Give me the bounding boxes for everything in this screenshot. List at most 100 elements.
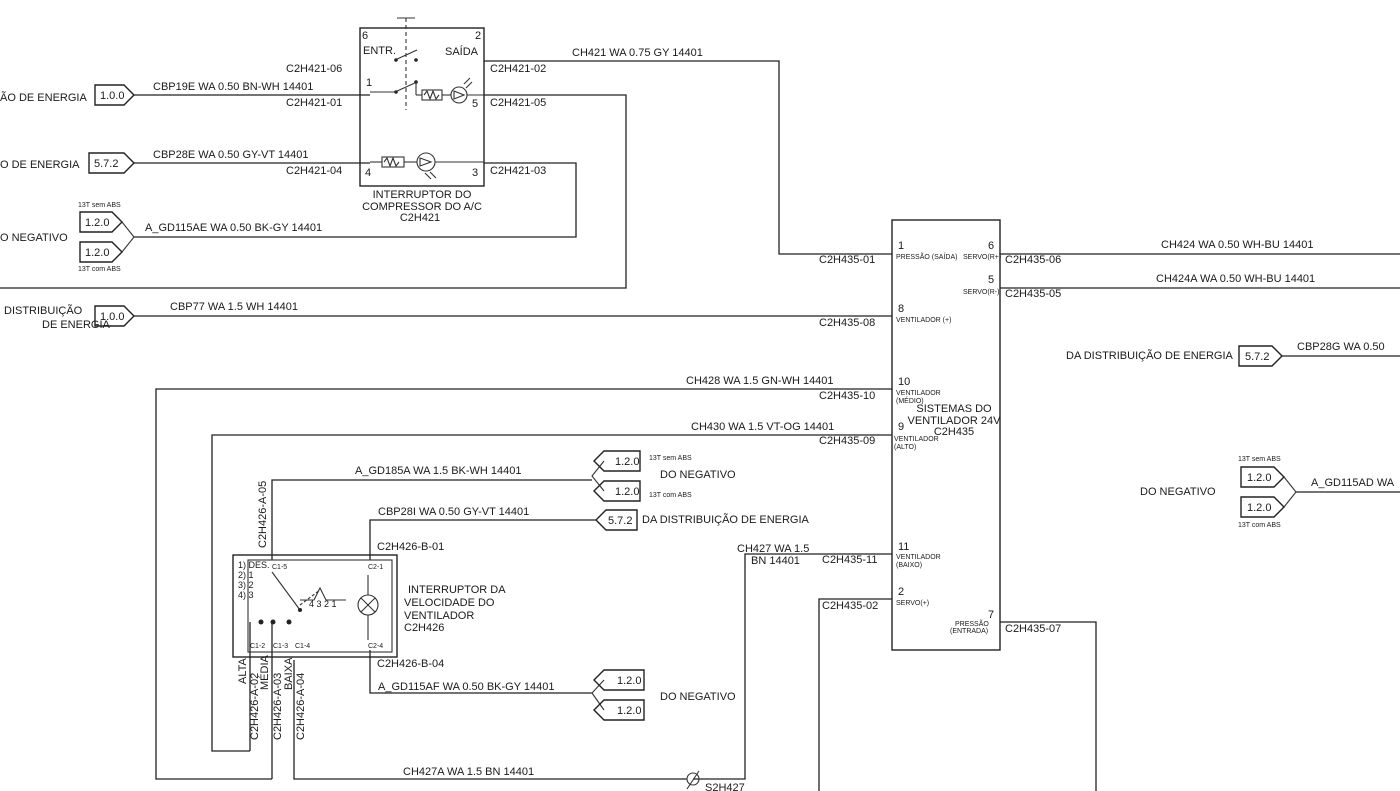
svg-text:1.2.0: 1.2.0 (617, 675, 641, 687)
c2h426-a04-label: C2H426-A-04 (295, 673, 307, 740)
svg-text:2: 2 (898, 586, 904, 598)
wire-ch427a-label: CH427A WA 1.5 BN 14401 (403, 766, 534, 778)
c2h426-a02-label: C2H426-A-02 (249, 673, 261, 740)
c2h421-title-1: INTERRUPTOR DO (373, 189, 472, 201)
ref-1-2-0-g (1240, 466, 1285, 488)
svg-text:SERVO(+): SERVO(+) (896, 600, 929, 607)
svg-text:C1-3: C1-3 (273, 643, 288, 650)
c2h435-title-1: SISTEMAS DO (916, 403, 992, 415)
svg-text:1) DES.: 1) DES. (238, 560, 270, 570)
ref-5-7-2-a (88, 152, 135, 174)
c2h426-title-4: C2H426 (404, 622, 444, 634)
svg-text:(ALTO): (ALTO) (894, 444, 916, 451)
c2h426-title-3: VENTILADOR (404, 610, 474, 622)
svg-text:C1-5: C1-5 (272, 564, 287, 571)
svg-text:VENTILADOR (+): VENTILADOR (+) (896, 317, 951, 324)
label-distrib-1: DISTRIBUIÇÃO (4, 304, 83, 317)
c2h426-title-2: VELOCIDADE DO (404, 597, 495, 609)
svg-text:3) 2: 3) 2 (238, 580, 254, 590)
c2h421-pin2: 2 (475, 30, 481, 42)
svg-text:C1-4: C1-4 (295, 643, 310, 650)
c2h426-b04-label: C2H426-B-04 (377, 658, 444, 670)
wire-gd185a-label: A_GD185A WA 1.5 BK-WH 14401 (355, 465, 522, 477)
svg-text:C1-2: C1-2 (250, 643, 265, 650)
wire-cbp28g-label: CBP28G WA 0.50 (1297, 341, 1385, 353)
c2h426-switch-symbol: 4 3 2 1 (258, 571, 379, 640)
svg-text:5: 5 (988, 274, 994, 286)
c2h426-title-1: INTERRUPTOR DA (408, 584, 506, 596)
c2h421-switch-symbol (370, 17, 484, 180)
c2h421-03-label: C2H421-03 (490, 165, 546, 177)
ref-1-2-0-e (593, 669, 645, 691)
wire-c2h421-05 (0, 94, 627, 289)
wire-gd115ae (134, 162, 577, 238)
c2h421-pin5: 5 (472, 98, 478, 110)
svg-text:(BAIXO): (BAIXO) (896, 562, 922, 569)
svg-text:5.7.2: 5.7.2 (608, 515, 632, 527)
ref-1-2-0-b (79, 241, 123, 263)
label-baixa: BAIXA (283, 657, 295, 690)
svg-text:1: 1 (898, 240, 904, 252)
wire-ch427 (693, 553, 892, 780)
svg-text:11: 11 (898, 541, 909, 553)
wire-ch424a-label: CH424A WA 0.50 WH-BU 14401 (1156, 273, 1315, 285)
ref-1-2-0-c (593, 450, 641, 472)
label-do-negativo-low: DO NEGATIVO (660, 691, 736, 703)
ref-1-2-0-h (1240, 496, 1285, 518)
label-do-negativo-right: DO NEGATIVO (1140, 486, 1216, 498)
svg-text:13T com ABS: 13T com ABS (1238, 522, 1281, 529)
wire-cbp28i (369, 519, 596, 560)
svg-text:1.2.0: 1.2.0 (615, 486, 639, 498)
wire-cbp28i-label: CBP28I WA 0.50 GY-VT 14401 (378, 506, 529, 518)
label-sem-abs-a: 13T sem ABS (78, 202, 121, 209)
c2h421-02-label: C2H421-02 (490, 63, 546, 75)
svg-text:1.2.0: 1.2.0 (1247, 502, 1271, 514)
wire-ch427-label-1: CH427 WA 1.5 (737, 543, 809, 555)
svg-text:VENTILADOR: VENTILADOR (896, 390, 941, 397)
wire-c2h435-02 (818, 598, 892, 791)
wire-ch421 (484, 60, 892, 255)
wire-gd115af-label: A_GD115AF WA 0.50 BK-GY 14401 (378, 681, 555, 693)
c2h435-title-3: C2H435 (934, 426, 974, 438)
svg-text:1.0.0: 1.0.0 (100, 311, 124, 323)
svg-text:(ENTRADA): (ENTRADA) (950, 628, 988, 635)
ref-5-7-2-b (1238, 345, 1283, 367)
svg-text:1.0.0: 1.0.0 (100, 90, 124, 102)
svg-text:1.2.0: 1.2.0 (85, 247, 109, 259)
c2h435-02-label: C2H435-02 (822, 600, 878, 612)
wire-cbp28e-label: CBP28E WA 0.50 GY-VT 14401 (153, 149, 309, 161)
wire-gd115ad-label: A_GD115AD WA (1311, 477, 1395, 489)
c2h421-entr: ENTR. (363, 45, 396, 57)
c2h421-title-3: C2H421 (400, 212, 440, 224)
svg-text:SERVO(R+): SERVO(R+) (963, 254, 1001, 261)
svg-text:VENTILADOR: VENTILADOR (894, 436, 939, 443)
wire-gd115ae-label: A_GD115AE WA 0.50 BK-GY 14401 (145, 222, 322, 234)
c2h435-06-label: C2H435-06 (1005, 254, 1061, 266)
c2h421-06-label: C2H421-06 (286, 63, 342, 75)
svg-text:C2-4: C2-4 (368, 643, 383, 650)
label-media: MÉDIA (258, 655, 271, 691)
wire-ch428 (155, 388, 892, 780)
c2h435-10-label: C2H435-10 (819, 390, 875, 402)
c2h421-05-label: C2H421-05 (490, 97, 546, 109)
svg-text:1.2.0: 1.2.0 (615, 456, 639, 468)
svg-text:PRESSÃO (SAÍDA): PRESSÃO (SAÍDA) (896, 252, 957, 261)
c2h435-08-label: C2H435-08 (819, 317, 875, 329)
svg-text:9: 9 (898, 421, 904, 433)
wire-cbp77-label: CBP77 WA 1.5 WH 14401 (170, 301, 298, 313)
svg-text:7: 7 (988, 609, 994, 621)
ref-1-2-0-d (593, 480, 641, 502)
wire-gd115af (369, 650, 592, 694)
label-da-distrib-right: DA DISTRIBUIÇÃO DE ENERGIA (1066, 349, 1234, 362)
c2h426-a05-label: C2H426-A-05 (257, 481, 269, 548)
c2h426-outer-box (232, 554, 398, 658)
c2h426-a03-label: C2H426-A-03 (272, 673, 284, 740)
svg-text:8: 8 (898, 303, 904, 315)
svg-text:13T sem ABS: 13T sem ABS (1238, 456, 1281, 463)
c2h421-04-label: C2H421-04 (286, 165, 342, 177)
c2h426-inner-box (247, 559, 393, 653)
wire-ch424-label: CH424 WA 0.50 WH-BU 14401 (1161, 239, 1313, 251)
svg-text:13T com ABS: 13T com ABS (649, 492, 692, 499)
c2h421-saida: SAÍDA (445, 45, 479, 58)
